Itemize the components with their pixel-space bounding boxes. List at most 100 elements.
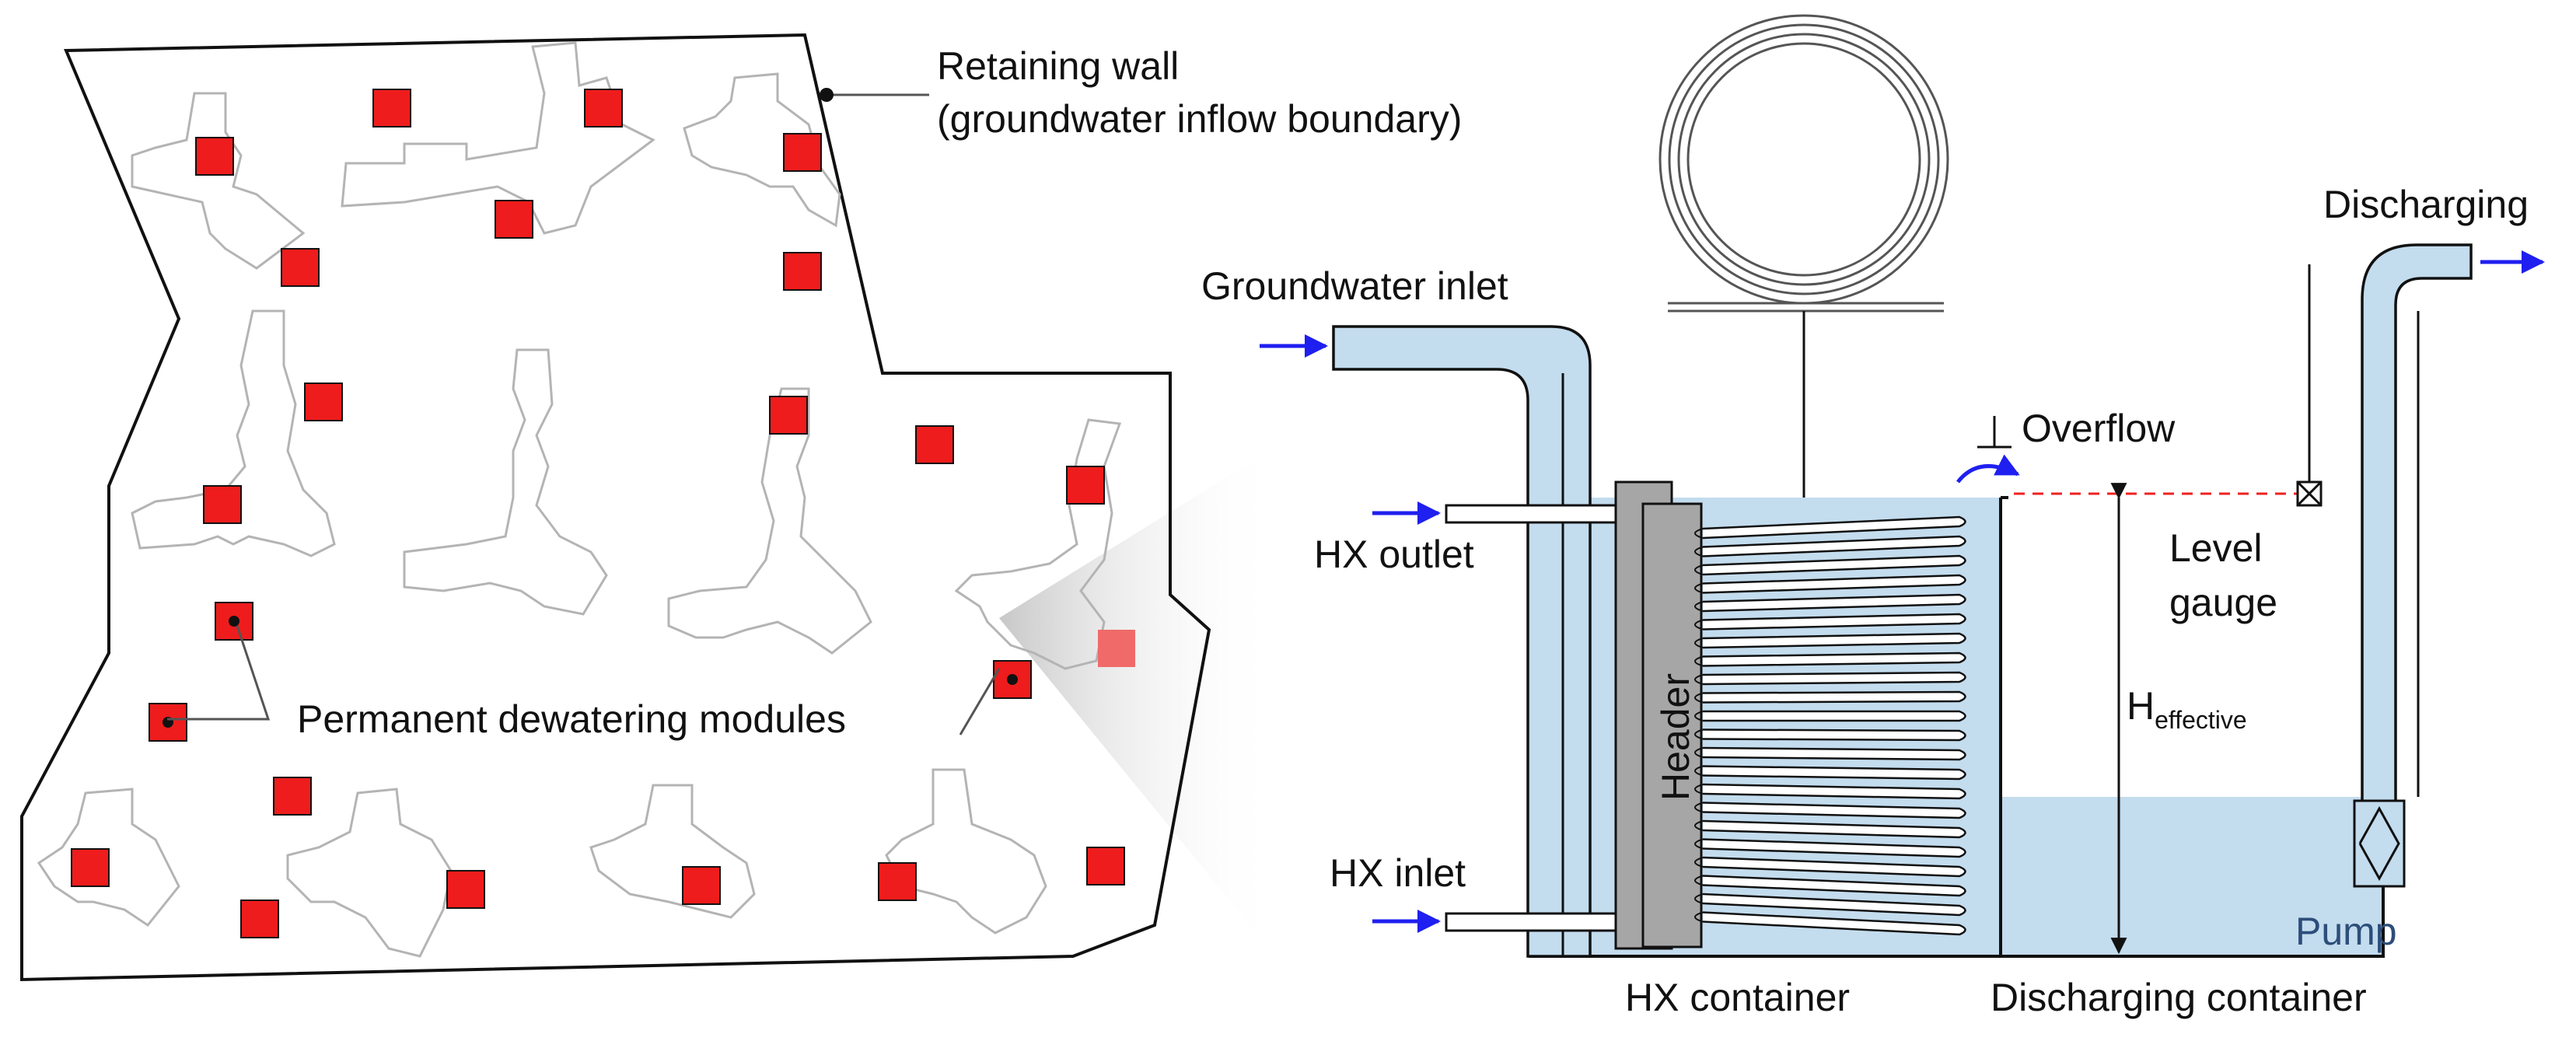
overflow-label: Overflow	[2022, 407, 2176, 450]
level-gauge-label: Level	[2169, 526, 2263, 570]
groundwater-inlet-pipe	[1332, 325, 1592, 958]
coil-tube	[1702, 728, 1966, 742]
coil-header-loop	[1694, 564, 1704, 575]
coil-header-loop	[1694, 711, 1704, 721]
building-outline	[954, 418, 1122, 670]
module-marker-dot	[229, 616, 239, 627]
hx-container-label: HX container	[1625, 976, 1850, 1019]
building-outline	[403, 348, 608, 616]
discharge-water	[2001, 797, 2383, 956]
coil-tube	[1703, 710, 1966, 722]
dewatering-module	[372, 89, 411, 128]
coil-header-loop	[1694, 893, 1704, 904]
coil-tube	[1702, 651, 1966, 667]
coil-header-loop	[1694, 765, 1704, 777]
header-label: Header	[1654, 673, 1697, 801]
module-leader-b	[959, 668, 1001, 735]
overflow-arrow	[1956, 454, 2020, 484]
coil-header-loop	[1694, 638, 1704, 648]
site-boundary	[20, 33, 1211, 982]
dewatering-module	[878, 862, 917, 901]
heat-exchanger-coils	[1694, 515, 1966, 936]
coil-tube	[1702, 535, 1966, 557]
coil-tube	[1702, 893, 1966, 917]
coil-tube	[1702, 765, 1966, 781]
pump-impeller	[2358, 805, 2400, 882]
coil-header-loop	[1694, 728, 1704, 740]
module-marker-dot	[1007, 674, 1018, 685]
dewatering-module	[584, 89, 623, 128]
coil-tube	[1702, 671, 1966, 686]
coil-tube	[1702, 856, 1966, 878]
dewatering-module	[1066, 466, 1105, 505]
dewatering-module	[495, 200, 533, 239]
coil-tube	[1702, 783, 1966, 800]
discharging-container-label: Discharging container	[1991, 976, 2367, 1019]
groundwater-inlet-label: Groundwater inlet	[1201, 264, 1508, 308]
coil-header-loop	[1694, 857, 1704, 868]
coil-header-loop	[1694, 601, 1704, 612]
coil-header-loop	[1694, 582, 1704, 594]
coil-header-loop	[1694, 528, 1704, 539]
coil-header-loop	[1694, 911, 1704, 923]
coil-header-loop	[1694, 546, 1704, 557]
building-outline	[683, 72, 841, 228]
module-detail: Header Overflow Level gauge Heffective P…	[1201, 14, 2545, 1019]
coil-tube	[1702, 515, 1966, 540]
level-gauge-x2	[2296, 480, 2323, 507]
coil-tube	[1702, 613, 1966, 631]
dewatering-module	[1098, 630, 1135, 667]
coil-header-loop	[1694, 619, 1704, 631]
dewatering-modules-group	[71, 89, 1135, 938]
retaining-wall-point	[820, 88, 834, 102]
dewatering-module	[273, 777, 312, 816]
coil-header-loop	[1694, 802, 1704, 813]
hx-outlet-pipe	[1445, 504, 1625, 524]
hx-outlet-label: HX outlet	[1314, 533, 1474, 576]
building-outline	[589, 784, 756, 919]
coil-tube	[1702, 802, 1966, 819]
header-front	[1641, 502, 1703, 948]
discharging-label: Discharging	[2323, 183, 2529, 226]
level-gauge-label-sub: gauge	[2169, 581, 2277, 624]
building-outline	[667, 387, 872, 655]
flow-arrows	[1260, 250, 2545, 933]
building-outline	[37, 788, 180, 927]
coil-tube	[1702, 875, 1966, 897]
dewatering-module	[281, 248, 320, 287]
dewatering-modules-label: Permanent dewatering modules	[297, 697, 846, 741]
coil-header-loop	[1694, 692, 1704, 704]
building-outline	[286, 788, 453, 958]
effective-head-label: Heffective	[2127, 684, 2247, 734]
coil-reel	[1658, 14, 1949, 313]
coil-header-loop	[1694, 875, 1704, 886]
coil-tube	[1702, 746, 1966, 761]
module-leader-a	[167, 625, 271, 721]
coil-header-loop	[1694, 674, 1704, 685]
dewatering-module	[682, 866, 721, 905]
dewatering-module	[783, 133, 822, 172]
coil-header-loop	[1694, 838, 1704, 850]
coil-header-loop	[1694, 747, 1704, 758]
coil-header-loop	[1694, 820, 1704, 831]
dewatering-module	[240, 900, 279, 938]
dewatering-module	[71, 848, 110, 887]
dewatering-module	[769, 396, 808, 435]
dewatering-module	[783, 252, 822, 291]
hx-inlet-label: HX inlet	[1330, 851, 1466, 895]
dewatering-module	[304, 383, 343, 421]
discharge-pipe	[2361, 243, 2473, 801]
coil-tube	[1702, 574, 1966, 594]
building-outline	[131, 309, 336, 557]
dewatering-module	[203, 485, 242, 524]
retaining-wall-label-sub: (groundwater inflow boundary)	[937, 97, 1462, 141]
coil-tube	[1702, 838, 1966, 858]
dewatering-module	[446, 870, 485, 909]
coil-header-loop	[1694, 784, 1704, 795]
site-plan: Retaining wall (groundwater inflow bound…	[20, 33, 1462, 982]
coil-tube	[1702, 593, 1966, 613]
coil-tube	[1702, 554, 1966, 576]
building-outline	[885, 768, 1047, 934]
dewatering-module	[195, 137, 234, 176]
